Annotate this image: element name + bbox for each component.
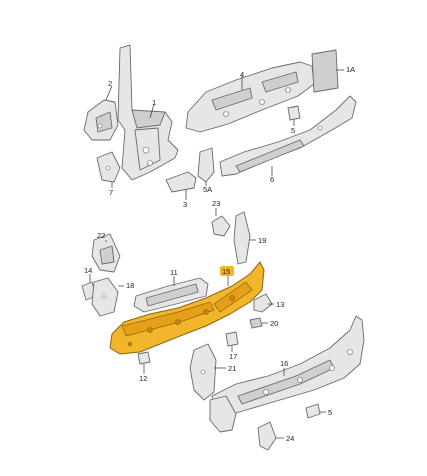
leader-lines [89, 69, 344, 439]
part-16-lower-member[interactable] [209, 315, 365, 433]
part-5a-bracket[interactable] [197, 147, 215, 183]
callout-12[interactable]: 12 [139, 374, 147, 383]
part-13-bracket[interactable] [253, 293, 273, 313]
part-23-bracket[interactable] [211, 215, 231, 237]
part-1a-plate[interactable] [311, 49, 339, 93]
callout-23[interactable]: 23 [212, 199, 220, 208]
callout-20[interactable]: 20 [270, 319, 278, 328]
part-24-bracket[interactable] [257, 421, 277, 451]
callout-6[interactable]: 6 [270, 175, 274, 184]
part-4-cowl-panel[interactable] [185, 61, 315, 133]
part-15-bulkhead[interactable] [109, 261, 265, 355]
callout-16[interactable]: 16 [280, 359, 288, 368]
part-7-bracket[interactable] [96, 151, 121, 183]
callout-5a[interactable]: 5A [203, 185, 212, 194]
part-19-strut[interactable] [233, 211, 251, 265]
callout-5-upper[interactable]: 5 [291, 126, 295, 135]
callout-19[interactable]: 19 [258, 236, 266, 245]
callouts: 2 1 4 1A 5 7 3 5A 6 23 19 22 14 18 11 15… [84, 65, 355, 443]
callout-4[interactable]: 4 [240, 70, 244, 79]
callout-11[interactable]: 11 [170, 268, 178, 277]
callout-2[interactable]: 2 [108, 79, 112, 88]
callout-13[interactable]: 13 [276, 300, 284, 309]
part-5-clip-lower[interactable] [305, 403, 321, 419]
part-22-bracket[interactable] [91, 233, 121, 273]
part-2-bracket[interactable] [83, 99, 119, 141]
callout-1a[interactable]: 1A [346, 65, 355, 74]
callout-24[interactable]: 24 [286, 434, 294, 443]
part-21-pillar[interactable] [189, 343, 217, 401]
part-12-clip[interactable] [137, 351, 151, 365]
part-1-pillar[interactable] [117, 44, 179, 181]
part-3-panel[interactable] [165, 171, 197, 193]
callout-21[interactable]: 21 [228, 364, 236, 373]
callout-7[interactable]: 7 [109, 188, 113, 197]
part-17-clip[interactable] [225, 331, 239, 347]
callout-5-lower[interactable]: 5 [328, 408, 332, 417]
part-11-reinforcement[interactable] [133, 277, 209, 313]
callout-17[interactable]: 17 [229, 352, 237, 361]
callout-3[interactable]: 3 [183, 200, 187, 209]
callout-22[interactable]: 22 [97, 231, 105, 240]
callout-1[interactable]: 1 [152, 98, 156, 107]
part-18-bracket[interactable] [91, 277, 119, 317]
part-20-clip[interactable] [249, 317, 263, 329]
callout-18[interactable]: 18 [126, 281, 134, 290]
callout-15[interactable]: 15 [222, 267, 230, 276]
part-5-clip-upper[interactable] [287, 105, 301, 121]
part-6-cross-member[interactable] [219, 95, 357, 177]
callout-14[interactable]: 14 [84, 266, 92, 275]
callout-15-badge [220, 266, 234, 276]
